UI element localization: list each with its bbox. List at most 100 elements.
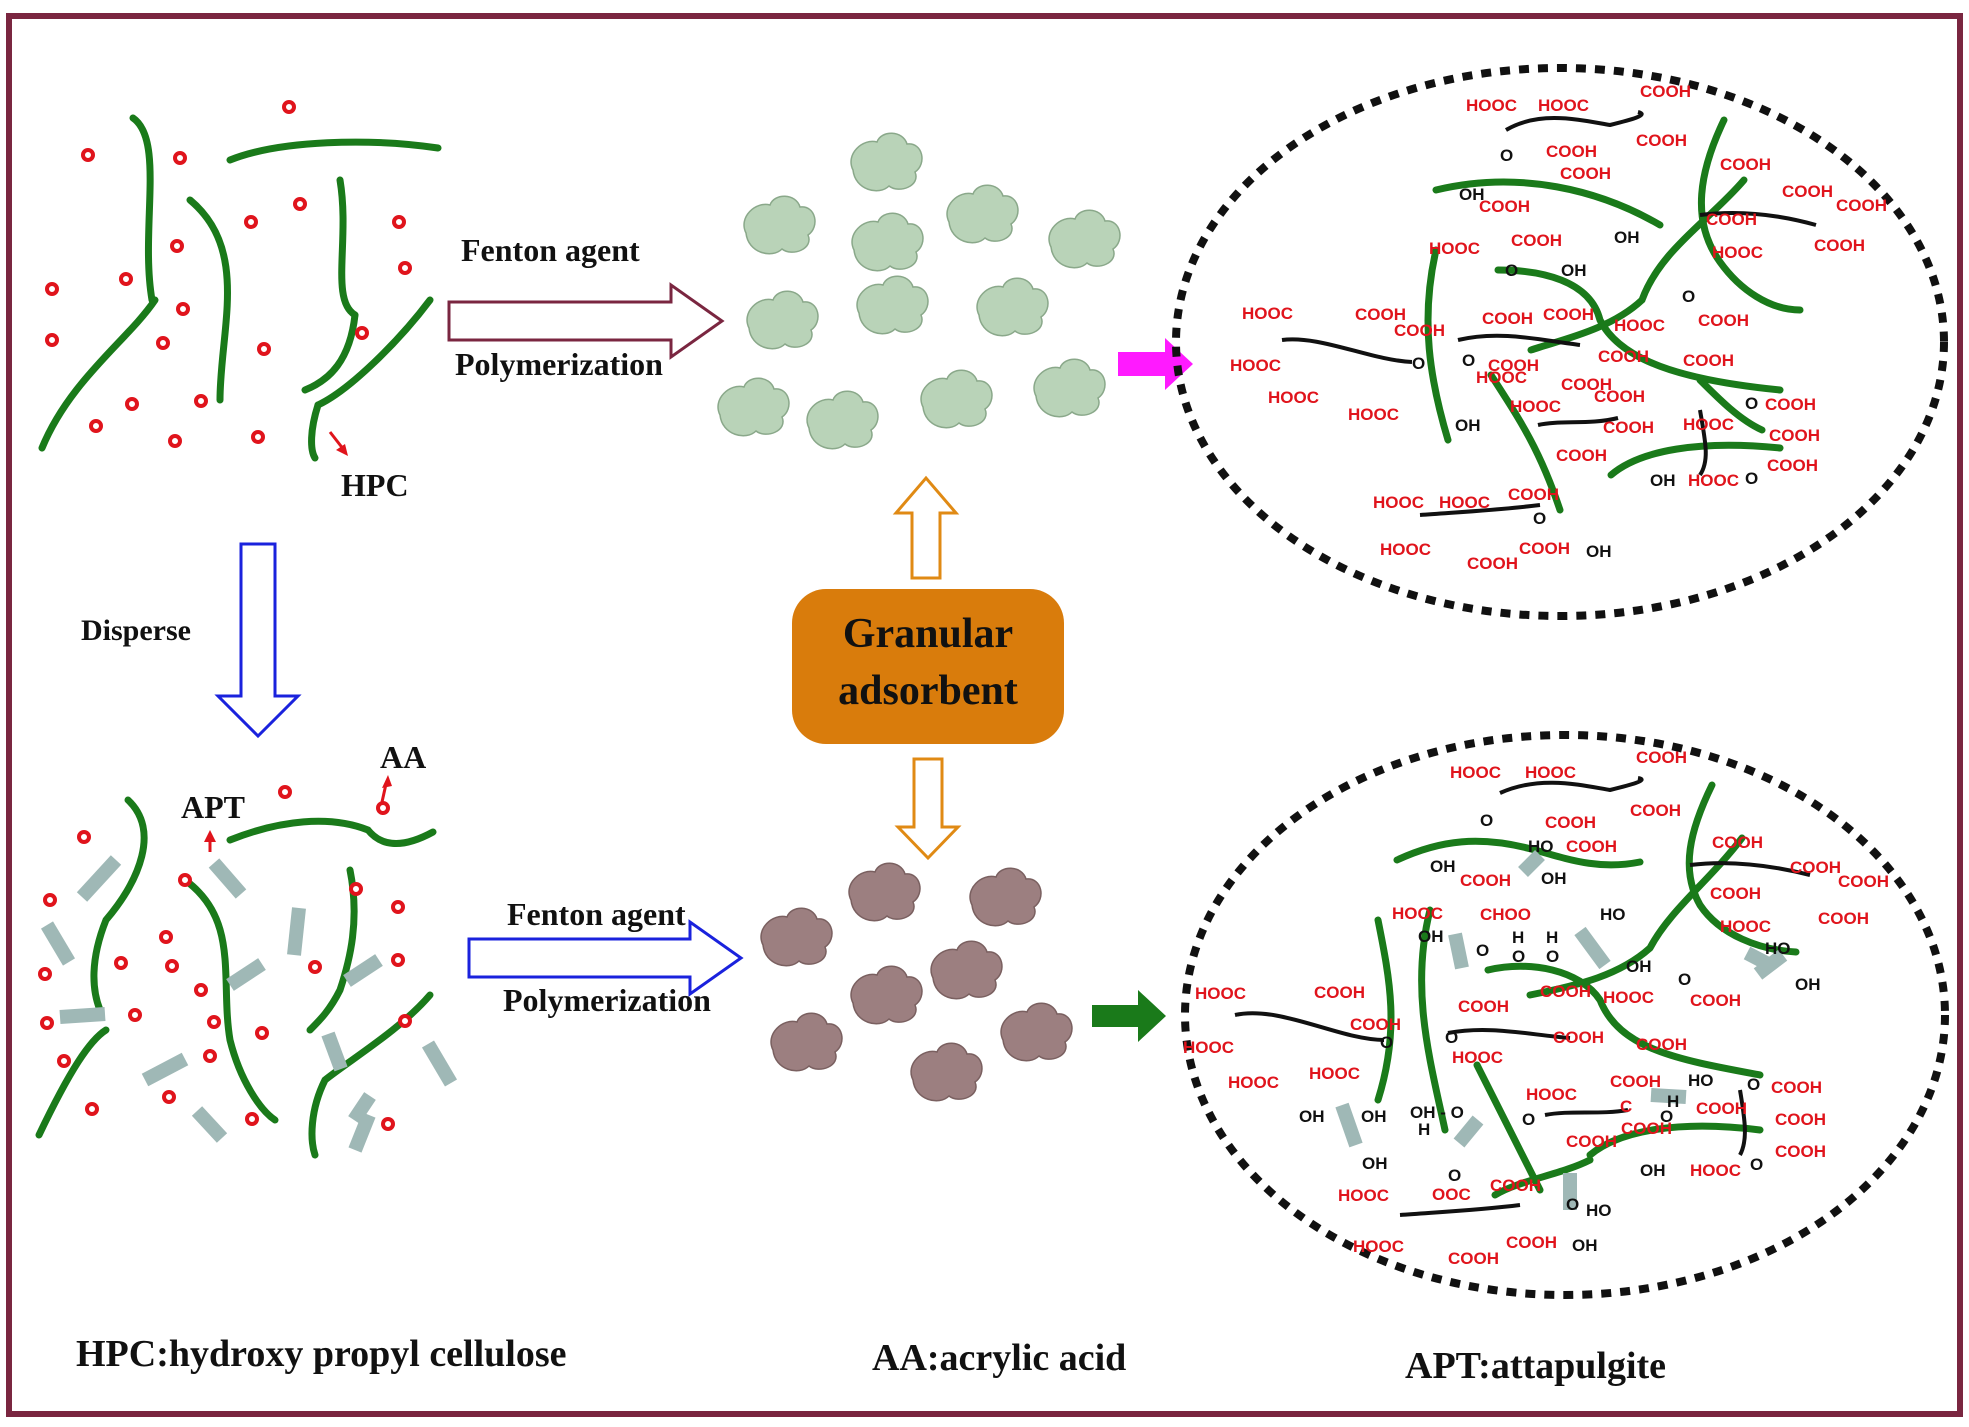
- oh-label: OH: [1572, 1236, 1598, 1255]
- hooc-label: HOOC: [1712, 243, 1763, 262]
- legend-apt: APT:attapulgite: [1405, 1345, 1666, 1387]
- cooh-label: COOH: [1355, 305, 1406, 324]
- legend-aa: AA:acrylic acid: [872, 1337, 1126, 1379]
- cooh-label: COOH: [1706, 210, 1757, 229]
- hydrogel-granules-light: [717, 132, 1121, 450]
- disperse-label: Disperse: [81, 614, 191, 647]
- ho-label: HO: [1528, 837, 1554, 856]
- aa-pointer-label: AA: [380, 739, 426, 775]
- o-label: O: [1505, 261, 1518, 280]
- cooh-label: COOH: [1698, 311, 1749, 330]
- hooc-label: HOOC: [1348, 405, 1399, 424]
- o-label: O: [1745, 394, 1758, 413]
- cooh-label: COOH: [1314, 983, 1365, 1002]
- ho-label: HO: [1765, 939, 1791, 958]
- hooc-label: HOOC: [1338, 1186, 1389, 1205]
- aa-pointer: AA: [380, 739, 426, 803]
- oh-label: OH: [1541, 869, 1567, 888]
- cooh-label: COOH: [1765, 395, 1816, 414]
- hpc-pointer: HPC: [328, 431, 409, 503]
- cooh-label: COOH: [1790, 858, 1841, 877]
- hpc-pointer-label: HPC: [341, 467, 409, 503]
- cooh-label: COOH: [1636, 1035, 1687, 1054]
- cooh-label: COOH: [1460, 871, 1511, 890]
- hollow-arrow-down-icon: [894, 757, 962, 861]
- hollow-arrow-up-icon: [892, 475, 960, 580]
- cooh-label: COOH: [1594, 387, 1645, 406]
- cooh-label: COOH: [1720, 155, 1771, 174]
- oh-label: OH: [1299, 1107, 1325, 1126]
- oh-label: OH: [1626, 957, 1652, 976]
- hooc-label: HOOC: [1452, 1048, 1503, 1067]
- aa-monomers-bottom: [38, 785, 412, 1131]
- hooc-label: HOOC: [1466, 96, 1517, 115]
- cooh-label: COOH: [1556, 446, 1607, 465]
- o-label: O: [1678, 970, 1691, 989]
- hooc-label: HOOC: [1690, 1161, 1741, 1180]
- o-label: O: [1522, 1110, 1535, 1129]
- hooc-label: HOOC: [1228, 1073, 1279, 1092]
- diagram-frame: [6, 13, 1963, 1417]
- o-label: O: [1448, 1166, 1461, 1185]
- oh-label: OH: [1614, 228, 1640, 247]
- cooh-label: COOH: [1630, 801, 1681, 820]
- cooh-label: COOH: [1775, 1110, 1826, 1129]
- cooh-label: COOH: [1683, 351, 1734, 370]
- o-label: O: [1745, 469, 1758, 488]
- cooh-label: COOH: [1838, 872, 1889, 891]
- legend-hpc: HPC:hydroxy propyl cellulose: [76, 1333, 567, 1375]
- hooc-label: HOOC: [1450, 763, 1501, 782]
- cooh-label: COOH: [1696, 1099, 1747, 1118]
- hydrogel-structure-ellipse-top: [1172, 64, 1948, 620]
- hooc-label: HOOC: [1230, 356, 1281, 375]
- cooh-label: COOH: [1710, 884, 1761, 903]
- hollow-arrow-right-icon: [467, 919, 744, 997]
- hooc-label: HOOC: [1603, 988, 1654, 1007]
- cooh-label: COOH: [1836, 196, 1887, 215]
- hydrogel-structure-ellipse-bottom: [1181, 731, 1949, 1299]
- functional-groups-bottom: HOOC HOOC COOH COOH COOH O HO COOH OH CO…: [1183, 748, 1889, 1268]
- cooh-label: COOH: [1769, 426, 1820, 445]
- hollow-arrow-right-icon: [447, 282, 725, 360]
- oh-label: OH: [1418, 927, 1444, 946]
- oh-label: OH: [1430, 857, 1456, 876]
- hooc-label: HOOC: [1688, 471, 1739, 490]
- hydrogel-granules-dark: [760, 862, 1073, 1102]
- cooh-label: COOH: [1610, 1072, 1661, 1091]
- hooc-label: HOOC: [1683, 415, 1734, 434]
- cooh-label: COOH: [1448, 1249, 1499, 1268]
- cooh-label: COOH: [1508, 485, 1559, 504]
- hooc-label: HOOC: [1525, 763, 1576, 782]
- apt-pointer: APT: [181, 789, 245, 852]
- ooc-label: OOC: [1432, 1185, 1471, 1204]
- hooc-label: HOOC: [1439, 493, 1490, 512]
- cooh-label: COOH: [1561, 375, 1612, 394]
- hooc-label: HOOC: [1309, 1064, 1360, 1083]
- aa-monomers-top: [45, 100, 412, 448]
- cooh-label: COOH: [1488, 356, 1539, 375]
- o-label: O: [1546, 947, 1559, 966]
- oh-dash-o-label: OH - O: [1410, 1103, 1464, 1122]
- oh-label: OH: [1455, 416, 1481, 435]
- center-label-2: adsorbent: [838, 668, 1018, 714]
- o-label: O: [1500, 146, 1513, 165]
- cooh-label: COOH: [1636, 748, 1687, 767]
- oh-label: OH: [1650, 471, 1676, 490]
- o-label: O: [1445, 1028, 1458, 1047]
- ho-label: HO: [1688, 1071, 1714, 1090]
- cooh-label: COOH: [1636, 131, 1687, 150]
- cooh-label: COOH: [1543, 305, 1594, 324]
- cooh-label: COOH: [1566, 1132, 1617, 1151]
- hooc-label: HOOC: [1195, 984, 1246, 1003]
- o-label: O: [1566, 1195, 1579, 1214]
- h-label: H: [1418, 1120, 1430, 1139]
- oh-label: OH: [1459, 185, 1485, 204]
- cooh-label: COOH: [1640, 82, 1691, 101]
- o-label: O: [1747, 1075, 1760, 1094]
- hooc-label: HOOC: [1373, 493, 1424, 512]
- hooc-label: HOOC: [1268, 388, 1319, 407]
- oh-label: OH: [1586, 542, 1612, 561]
- hooc-label: HOOC: [1476, 368, 1527, 387]
- o-label: O: [1682, 287, 1695, 306]
- o-label: O: [1480, 811, 1493, 830]
